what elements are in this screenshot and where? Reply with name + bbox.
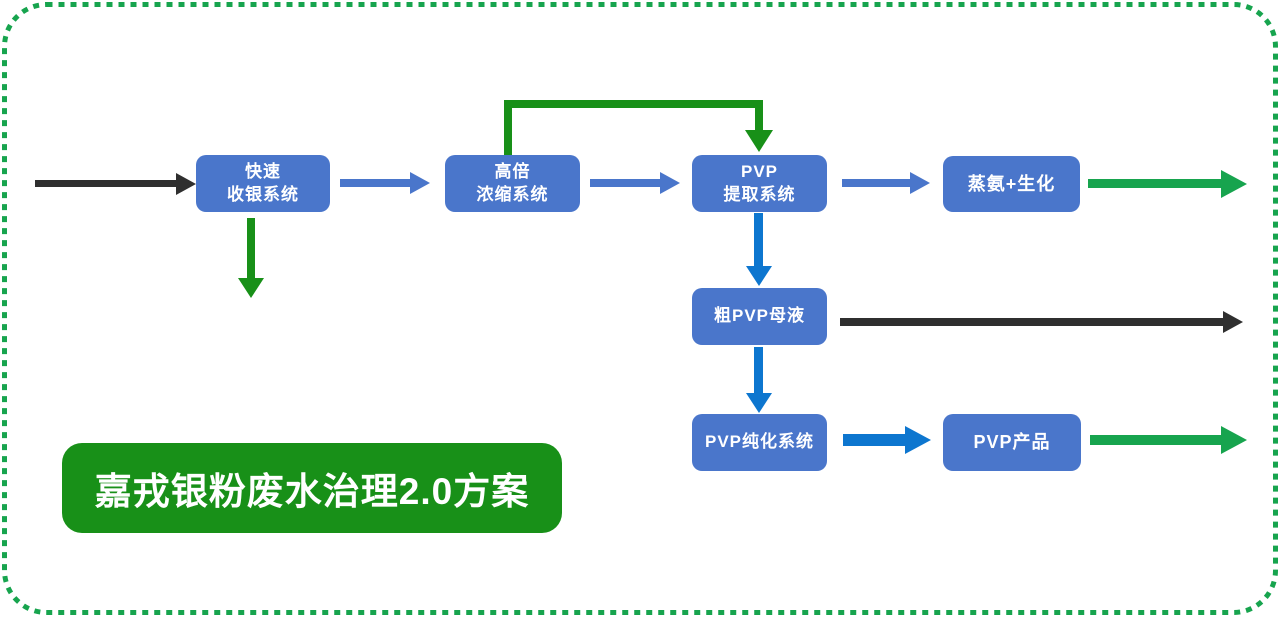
recycle-loop-segment-across (504, 100, 763, 108)
recycle-loop-segment-down (755, 100, 763, 132)
arrow-inflow-to-recovery (35, 180, 176, 187)
arrow-crude-to-purification (754, 347, 763, 393)
node-pvp-purification: PVP纯化系统 (692, 414, 827, 471)
node-ammonia-stripping-bio: 蒸氨+生化 (943, 156, 1080, 212)
recycle-loop-arrowhead (745, 130, 773, 152)
arrow-crude-outflow (840, 318, 1223, 326)
arrow-purification-to-product (843, 434, 905, 446)
arrow-ammonia-outflow (1088, 179, 1221, 188)
arrow-extraction-to-crude (754, 213, 763, 266)
arrow-extraction-to-ammonia (842, 179, 910, 187)
arrow-recovery-drain-down (247, 218, 255, 278)
node-label-line: 粗PVP母液 (713, 306, 806, 326)
arrow-product-outflow (1090, 435, 1221, 445)
node-pvp-product: PVP产品 (943, 414, 1081, 471)
node-label-line: 快速 (245, 161, 281, 181)
node-crude-pvp-mother-liquor: 粗PVP母液 (692, 288, 827, 345)
node-high-ratio-concentration: 高倍 浓缩系统 (445, 155, 580, 212)
diagram-title: 嘉戎银粉废水治理2.0方案 (94, 471, 530, 512)
diagram-title-banner: 嘉戎银粉废水治理2.0方案 (62, 443, 562, 533)
recycle-loop-segment-up (504, 100, 512, 155)
node-label-line: 提取系统 (723, 184, 796, 204)
node-label-line: PVP产品 (973, 432, 1051, 453)
node-label-line: 高倍 (494, 161, 531, 181)
node-label-line: PVP (740, 161, 779, 181)
node-label-line: 浓缩系统 (476, 184, 549, 204)
node-rapid-silver-recovery: 快速 收银系统 (196, 155, 330, 212)
node-label-line: 收银系统 (227, 184, 299, 204)
node-label-line: 蒸氨+生化 (967, 173, 1056, 194)
arrow-concentration-to-extraction (590, 179, 660, 187)
arrow-recovery-to-concentration (340, 179, 410, 187)
node-label-line: PVP纯化系统 (704, 432, 815, 452)
node-pvp-extraction: PVP 提取系统 (692, 155, 827, 212)
